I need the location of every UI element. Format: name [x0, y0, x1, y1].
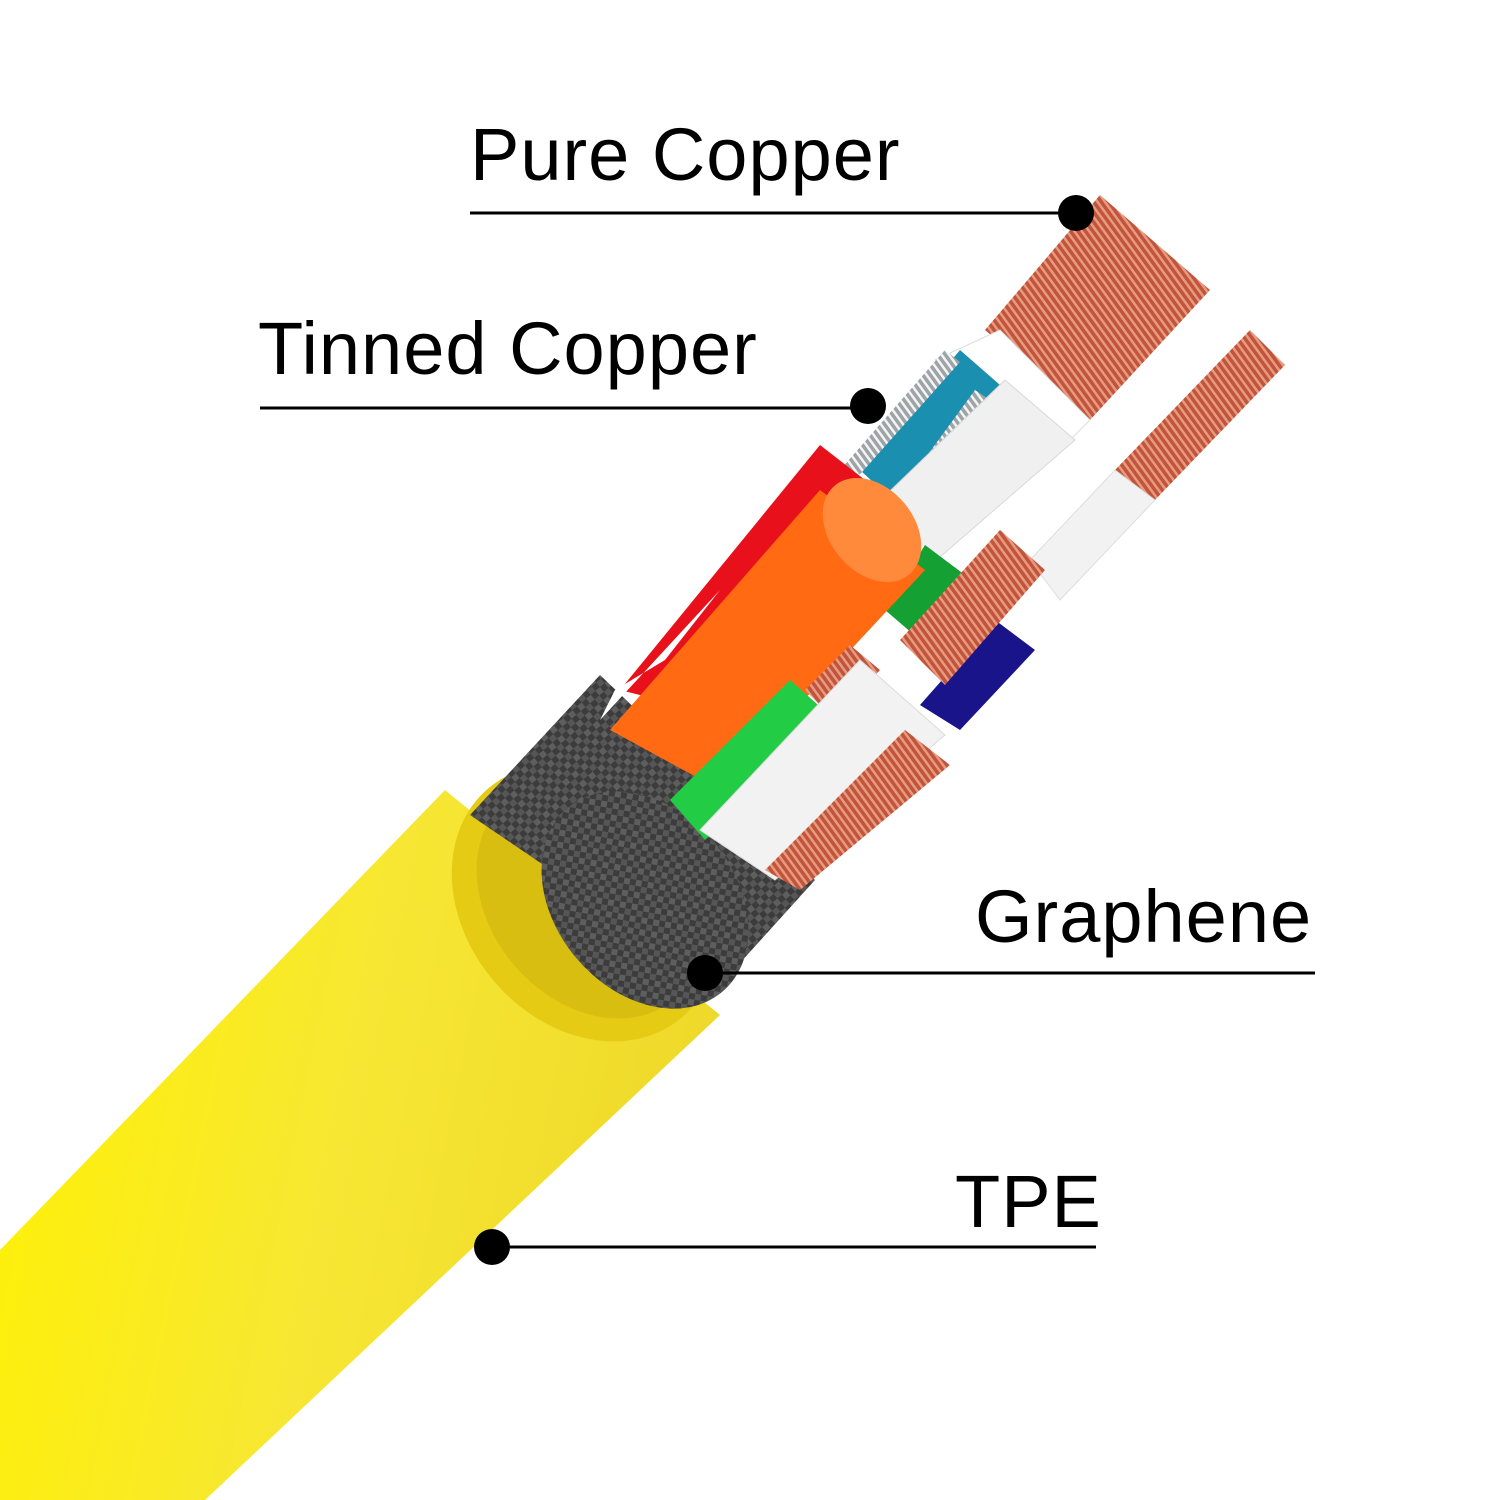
conductor-orange	[610, 478, 925, 790]
label-pure-copper: Pure Copper	[470, 113, 901, 196]
graphene-braid	[470, 675, 815, 1009]
conductor-blue	[920, 620, 1035, 730]
leader-tinned-copper	[260, 388, 886, 424]
label-tpe: TPE	[955, 1160, 1102, 1243]
leader-pure-copper	[470, 195, 1094, 231]
label-graphene: Graphene	[975, 875, 1313, 958]
leader-graphene	[687, 955, 1315, 991]
conductor-pure-copper-mid	[900, 530, 1045, 685]
conductor-pure-copper-right	[1029, 330, 1285, 601]
leader-tpe	[474, 1229, 1096, 1265]
conductor-white-lower	[699, 659, 950, 890]
label-tinned-copper: Tinned Copper	[258, 307, 758, 390]
conductor-green-back	[885, 545, 965, 640]
